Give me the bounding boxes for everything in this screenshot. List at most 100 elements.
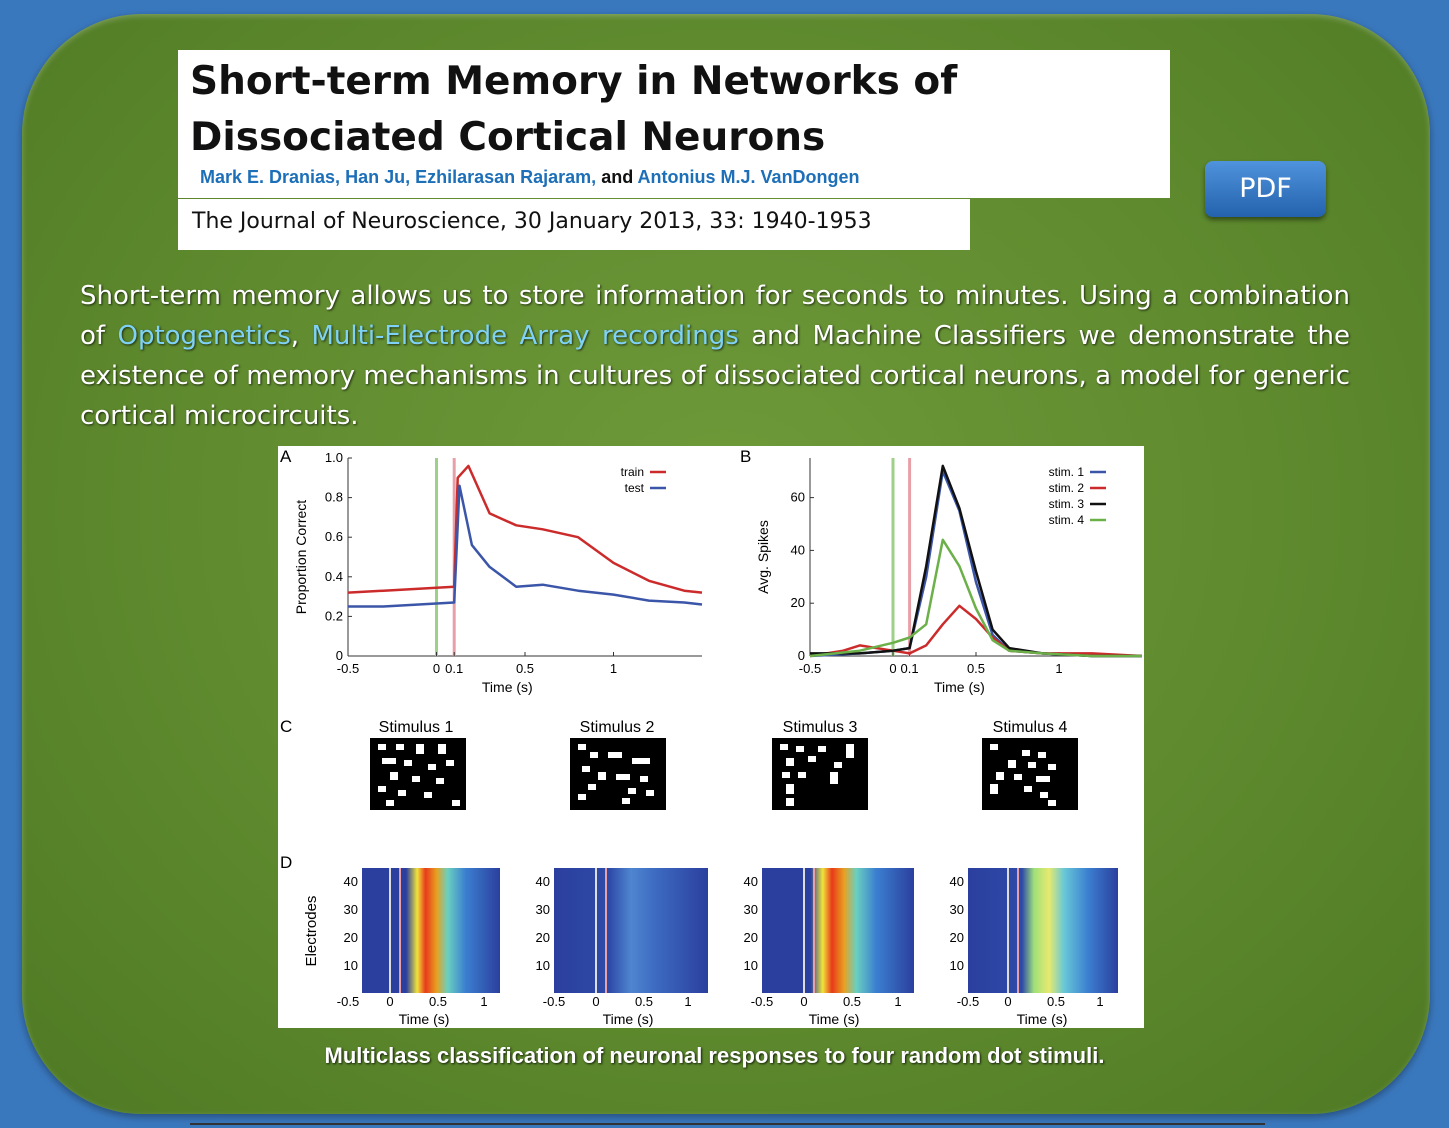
heatmap3-xtick-2: 0 — [800, 994, 807, 1009]
panel-label-d: D — [280, 853, 292, 872]
heatmap-2: 40 30 20 10 -0.5 0 0.5 1 Time (s) — [536, 868, 708, 1027]
heatmap2-xtick-2: 0 — [592, 994, 599, 1009]
heatmap1-ytick-40: 40 — [344, 874, 358, 889]
abstract: Short-term memory allows us to store inf… — [80, 276, 1350, 436]
a-ytick-label-2: 0.4 — [325, 569, 343, 584]
b-legend-label-2: stim. 3 — [1049, 497, 1085, 511]
b-xlabel: Time (s) — [934, 679, 985, 695]
b-series-line-1 — [809, 604, 1143, 658]
authors: Mark E. Dranias, Han Ju, Ezhilarasan Raj… — [200, 167, 860, 188]
heatmap4-xtick-1: -0.5 — [957, 994, 979, 1009]
heatmap4-ytick-30: 30 — [950, 902, 964, 917]
b-ylabel: Avg. Spikes — [755, 520, 771, 594]
heatmap3-xtick-1: -0.5 — [751, 994, 773, 1009]
stimulus-pattern-2 — [570, 738, 666, 810]
b-xtick-label-1: 0 — [889, 661, 896, 676]
stimulus-title-3: Stimulus 3 — [783, 719, 858, 736]
a-xtick-label-0: -0.5 — [337, 661, 359, 676]
heatmap1-ytick-10: 10 — [344, 958, 358, 973]
heatmap-4: 40 30 20 10 -0.5 0 0.5 1 Time (s) — [950, 868, 1118, 1027]
heatmap1-xlabel: Time (s) — [399, 1011, 450, 1027]
panel-label-c: C — [280, 717, 292, 736]
stimulus-title-4: Stimulus 4 — [993, 719, 1068, 736]
heatmap2-xlabel: Time (s) — [603, 1011, 654, 1027]
stimulus-pattern-4 — [982, 738, 1078, 810]
b-legend-label-3: stim. 4 — [1049, 513, 1085, 527]
b-xtick-label-3: 0.5 — [967, 661, 985, 676]
heatmap4-xtick-2: 0 — [1004, 994, 1011, 1009]
heatmap3-ytick-20: 20 — [744, 930, 758, 945]
heatmap2-xtick-3: 0.5 — [635, 994, 653, 1009]
optogenetics-link[interactable]: Optogenetics — [117, 321, 291, 351]
a-series-line-1 — [348, 484, 703, 608]
author-last-link[interactable]: Antonius M.J. VanDongen — [637, 167, 860, 187]
heatmap2-ytick-20: 20 — [536, 930, 550, 945]
b-ytick-label-0: 0 — [798, 648, 805, 663]
b-legend-label-1: stim. 2 — [1049, 481, 1085, 495]
heatmap-ylabel: Electrodes — [303, 896, 320, 967]
heatmap3-xtick-4: 1 — [894, 994, 901, 1009]
title-box: Short-term Memory in Networks of Dissoci… — [178, 50, 1170, 198]
bottom-divider — [190, 1123, 1265, 1125]
heatmap-3: 40 30 20 10 -0.5 0 0.5 1 Time (s) — [744, 868, 914, 1027]
a-legend-label-1: test — [625, 481, 645, 495]
abstract-text-1: Short-term memory allows us to store inf… — [80, 281, 1350, 351]
b-xtick-label-0: -0.5 — [799, 661, 821, 676]
stimulus-pattern-1 — [370, 738, 466, 810]
a-ytick-label-1: 0.2 — [325, 608, 343, 623]
heatmap4-xtick-3: 0.5 — [1047, 994, 1065, 1009]
b-xtick-label-2: 0.1 — [901, 661, 919, 676]
a-ytick-label-0: 0 — [336, 648, 343, 663]
figure-caption: Multiclass classification of neuronal re… — [324, 1043, 1105, 1068]
heatmap1-xtick-3: 0.5 — [429, 994, 447, 1009]
author-names-link[interactable]: Mark E. Dranias, Han Ju, Ezhilarasan Raj… — [200, 167, 597, 187]
a-xlabel: Time (s) — [482, 679, 533, 695]
heatmap4-ytick-40: 40 — [950, 874, 964, 889]
mea-recordings-link[interactable]: Multi-Electrode Array recordings — [311, 321, 739, 351]
panel-label-b: B — [740, 447, 751, 466]
a-ytick-label-5: 1.0 — [325, 450, 343, 465]
heatmap-1: 40 30 20 10 -0.5 0 0.5 1 Time (s) — [337, 868, 500, 1027]
heatmap-row: Electrodes 40 30 20 10 -0.5 0 0.5 1 Time… — [303, 868, 1118, 1027]
b-series-line-3 — [809, 538, 1142, 658]
b-ytick-label-3: 60 — [791, 490, 805, 505]
b-series-line-0 — [809, 469, 1142, 658]
b-xtick-label-4: 1 — [1055, 661, 1062, 676]
authors-and: and — [601, 167, 634, 187]
stimulus-pattern-3 — [772, 738, 868, 810]
b-ytick-label-1: 20 — [791, 595, 805, 610]
heatmap2-ytick-30: 30 — [536, 902, 550, 917]
heatmap1-ytick-30: 30 — [344, 902, 358, 917]
a-ytick-label-4: 0.8 — [325, 490, 343, 505]
b-series-line-2 — [810, 464, 1142, 658]
a-xtick-label-1: 0 — [433, 661, 440, 676]
pdf-button[interactable]: PDF — [1205, 161, 1326, 217]
a-xtick-label-4: 1 — [610, 661, 617, 676]
heatmap4-ytick-20: 20 — [950, 930, 964, 945]
heatmap2-ytick-40: 40 — [536, 874, 550, 889]
a-xtick-label-3: 0.5 — [516, 661, 534, 676]
abstract-text-2: and Machine Classifiers we demonstrate t… — [80, 321, 1350, 431]
a-xtick-label-2: 0.1 — [445, 661, 463, 676]
journal-citation: The Journal of Neuroscience, 30 January … — [178, 199, 970, 250]
a-ytick-label-3: 0.6 — [325, 529, 343, 544]
panel-label-a: A — [280, 447, 292, 466]
heatmap3-ytick-30: 30 — [744, 902, 758, 917]
heatmap3-ytick-10: 10 — [744, 958, 758, 973]
stimulus-title-2: Stimulus 2 — [580, 719, 655, 736]
heatmap4-ytick-10: 10 — [950, 958, 964, 973]
stimuli-row: Stimulus 1 Stimulus 2 Stimulus 3 Stimulu… — [370, 719, 1078, 810]
page-title: Short-term Memory in Networks of Dissoci… — [190, 59, 958, 160]
heatmap1-xtick-2: 0 — [386, 994, 393, 1009]
a-ylabel: Proportion Correct — [293, 500, 309, 614]
b-legend-label-0: stim. 1 — [1049, 465, 1085, 479]
heatmap2-xtick-4: 1 — [684, 994, 691, 1009]
stimulus-title-1: Stimulus 1 — [379, 719, 454, 736]
heatmap1-ytick-20: 20 — [344, 930, 358, 945]
heatmap4-xlabel: Time (s) — [1017, 1011, 1068, 1027]
heatmap3-ytick-40: 40 — [744, 874, 758, 889]
